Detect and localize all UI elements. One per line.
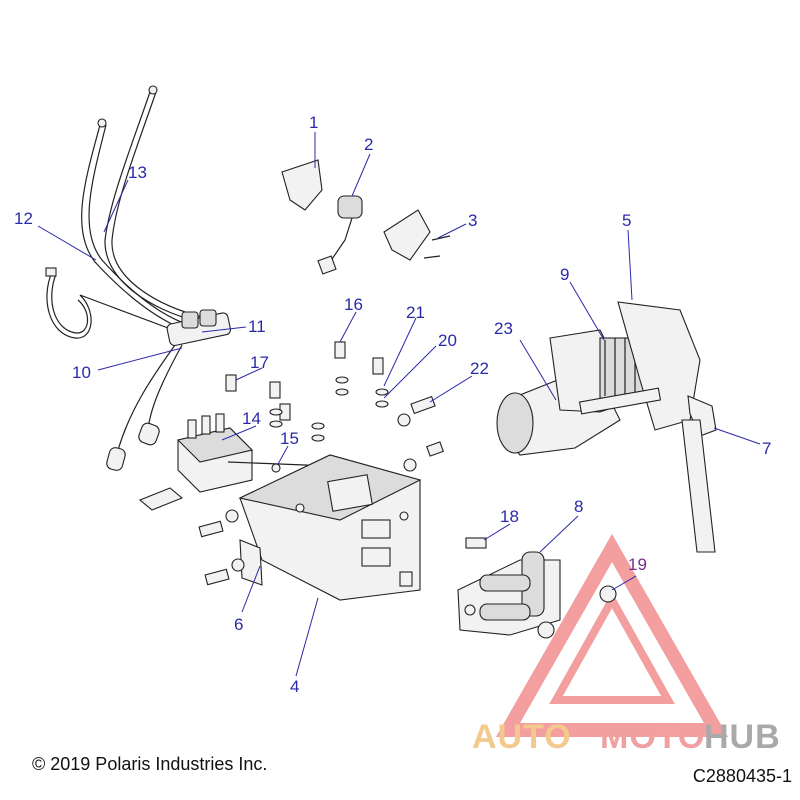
bolt-18 bbox=[465, 537, 487, 549]
watermark-text-moto: MOTO bbox=[600, 718, 706, 756]
callout-2: 2 bbox=[364, 135, 373, 154]
callout-15: 15 bbox=[280, 429, 299, 448]
wire-harness-12-13 bbox=[81, 85, 207, 331]
callout-21: 21 bbox=[406, 303, 425, 322]
nut-19b bbox=[537, 621, 555, 639]
fasteners bbox=[198, 341, 444, 587]
watermark-triangle bbox=[495, 533, 729, 737]
callout-6: 6 bbox=[234, 615, 243, 634]
mount-hardware-1-2-3 bbox=[281, 159, 451, 275]
callout-17: 17 bbox=[250, 353, 269, 372]
callout-11: 11 bbox=[248, 317, 266, 336]
callout-3: 3 bbox=[468, 211, 477, 230]
callout-5: 5 bbox=[622, 211, 631, 230]
winch-5-9-23 bbox=[496, 301, 701, 456]
callout-8: 8 bbox=[574, 497, 583, 516]
figure-id: C2880435-1 bbox=[692, 766, 792, 786]
solenoid-leads bbox=[106, 344, 183, 471]
callout-4: 4 bbox=[290, 677, 299, 696]
callout-16: 16 bbox=[344, 295, 363, 314]
callout-1: 1 bbox=[309, 113, 318, 132]
leader-lines bbox=[37, 132, 761, 677]
watermark-text-hub: HUB bbox=[704, 718, 781, 756]
callout-12: 12 bbox=[14, 209, 33, 228]
callouts: 1 2 3 4 5 6 7 8 9 10 11 12 13 14 15 16 1… bbox=[14, 113, 771, 696]
callout-7: 7 bbox=[762, 439, 771, 458]
callout-13: 13 bbox=[128, 163, 147, 182]
fairlead-8 bbox=[457, 551, 561, 636]
callout-22: 22 bbox=[470, 359, 489, 378]
callout-10: 10 bbox=[72, 363, 91, 382]
callout-19: 19 bbox=[628, 555, 647, 574]
copyright-text: © 2019 Polaris Industries Inc. bbox=[32, 754, 268, 774]
watermark-text-auto: AUTO bbox=[472, 718, 572, 756]
callout-14: 14 bbox=[242, 409, 261, 428]
nut-15 bbox=[271, 463, 281, 473]
nut-19 bbox=[599, 585, 617, 603]
callout-9: 9 bbox=[560, 265, 569, 284]
cable-tie-10 bbox=[45, 267, 201, 341]
strap-hook-7 bbox=[681, 395, 717, 553]
connector-11 bbox=[166, 309, 232, 347]
solenoid-14 bbox=[138, 413, 254, 511]
callout-18: 18 bbox=[500, 507, 519, 526]
callout-23: 23 bbox=[494, 319, 513, 338]
bracket-4 bbox=[238, 454, 422, 601]
callout-20: 20 bbox=[438, 331, 457, 350]
